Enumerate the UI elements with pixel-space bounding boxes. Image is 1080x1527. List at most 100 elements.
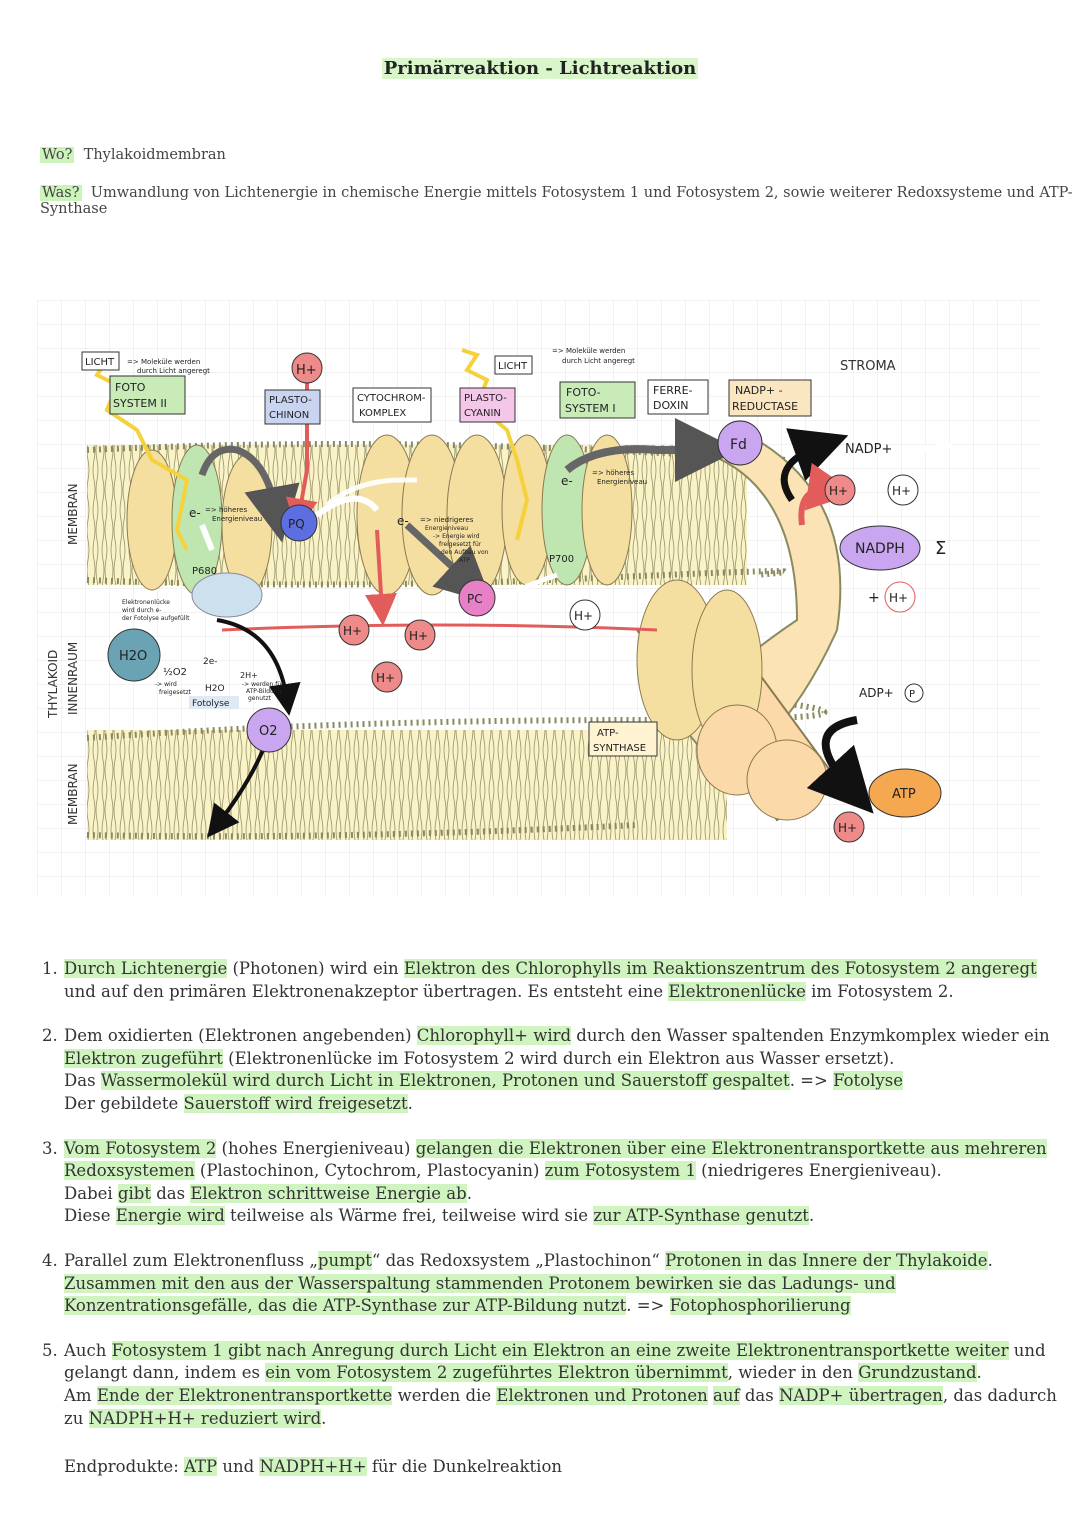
note-hoeheres-b: Energieniveau	[212, 515, 262, 523]
svg-text:H+: H+	[574, 609, 593, 623]
light-reaction-diagram: MEMBRAN INNENRAUM THYLAKOID MEMBRAN STRO…	[37, 300, 1040, 897]
note-niedrig-a: => niedrigeres	[420, 516, 474, 524]
text-line: Dabei gibt das Elektron schrittweise Ene…	[64, 1183, 1047, 1206]
text-seg: “ das Redoxsystem „Plastochinon“	[371, 1250, 666, 1270]
text-seg: Fotophosphorilierung	[669, 1296, 851, 1316]
svg-text:SYNTHASE: SYNTHASE	[593, 743, 646, 754]
text-seg: gelangt dann, indem es	[64, 1363, 266, 1383]
text-seg: (niedrigeres Energieniveau).	[695, 1161, 942, 1181]
pc-molecule: PC	[458, 579, 496, 617]
svg-text:H+: H+	[892, 484, 911, 498]
text-seg: Parallel zum Elektronenfluss „	[64, 1250, 318, 1270]
note-two-h: 2H+	[240, 671, 258, 680]
electron-arrow-cyt-pc	[404, 522, 493, 604]
text-seg: , wieder in den	[727, 1363, 859, 1383]
wo-text: Thylakoidmembran	[83, 147, 226, 163]
text-seg: (Plastochinon, Cytochrom, Plastocyanin)	[194, 1161, 545, 1181]
text-seg: Wassermolekül wird durch Licht in Elektr…	[100, 1071, 790, 1091]
text-seg: , das dadurch	[942, 1385, 1057, 1405]
text-seg: (Elektronenlücke im Fotosystem 2 wird du…	[222, 1048, 895, 1068]
label-membran-bottom: MEMBRAN	[66, 763, 80, 825]
svg-text:ATP: ATP	[892, 787, 916, 802]
endprodukte-seg: ATP	[184, 1457, 218, 1476]
text-seg: Elektron zugeführt	[64, 1048, 223, 1068]
text-seg: teilweise als Wärme frei, teilweise wird…	[224, 1206, 594, 1226]
plus-sign: +	[868, 590, 880, 606]
svg-text:O2: O2	[259, 724, 278, 739]
list-item: 1.Durch Lichtenergie (Photonen) wird ein…	[42, 958, 1042, 1003]
note-h-used-b: ATP-Bildung	[246, 688, 282, 695]
licht-label-1: LICHT	[85, 357, 115, 368]
note-o2-freed-a: -> wird	[155, 681, 177, 688]
label-membran-top: MEMBRAN	[66, 483, 80, 545]
box-fotosystem-2: FOTO SYSTEM II	[109, 375, 186, 415]
p700-label: P700	[549, 554, 574, 565]
text-seg: ein vom Fotosystem 2 zugeführtes Elektro…	[265, 1363, 728, 1383]
list-item-number: 4.	[42, 1250, 58, 1270]
text-seg: (Photonen) wird ein	[227, 959, 404, 978]
note-luecke-c: der Fotolyse aufgefüllt	[122, 615, 190, 622]
text-seg: durch den Wasser spaltenden Enzymkomplex…	[571, 1026, 1050, 1046]
text-line: Elektron zugeführt (Elektronenlücke im F…	[64, 1048, 1050, 1071]
text-seg: Das	[64, 1071, 101, 1091]
proton-gradient-arrow	[221, 623, 658, 632]
text-line: und auf den primären Elektronenakzeptor …	[64, 981, 1042, 1004]
text-seg: und	[1008, 1340, 1046, 1360]
note-o2-half: ½O2	[163, 666, 187, 678]
svg-text:H+: H+	[343, 624, 362, 638]
text-seg: Chlorophyll+ wird	[416, 1026, 572, 1046]
pc-to-fs1-arrow	[495, 572, 558, 603]
svg-text:P: P	[909, 689, 915, 700]
note-hoeheres2-b: Energieniveau	[597, 478, 647, 486]
svg-text:SYSTEM I: SYSTEM I	[565, 402, 616, 415]
list-item-number: 1.	[42, 959, 58, 978]
note-niedrig-d: freigesetzt für	[439, 541, 482, 548]
was-line: Was? Umwandlung von Lichtenergie in chem…	[40, 185, 1080, 217]
box-nadp-reductase: NADP+ - REDUCTASE	[728, 379, 812, 417]
text-seg: Protonen in das Innere der Thylakoide	[665, 1250, 988, 1270]
text-line: Zusammen mit den aus der Wasserspaltung …	[64, 1273, 1042, 1296]
electron-arrow-fs2-pq	[198, 445, 300, 543]
note-two-e: 2e-	[203, 657, 218, 667]
text-line: Das Wassermolekül wird durch Licht in El…	[64, 1070, 1050, 1093]
was-label: Was?	[40, 185, 82, 201]
text-seg: Am	[64, 1385, 97, 1405]
text-seg: im Fotosystem 2.	[805, 981, 954, 1001]
text-seg: (hohes Energieniveau)	[216, 1138, 416, 1158]
text-seg: .	[321, 1408, 327, 1428]
label-innenraum: INNENRAUM	[66, 642, 80, 715]
text-seg: . =>	[626, 1296, 670, 1316]
was-text: Umwandlung von Lichtenergie in chemische…	[40, 185, 1073, 217]
endprodukte-seg: NADPH+H+	[259, 1457, 367, 1476]
text-seg: Sauerstoff wird freigesetzt	[183, 1093, 408, 1113]
note-luecke-b: wird durch e-	[122, 607, 161, 614]
label-thylakoid: THYLAKOID	[46, 650, 60, 719]
text-seg: Fotosystem 1 gibt nach Anregung durch Li…	[111, 1340, 1009, 1360]
svg-text:FOTO-: FOTO-	[566, 386, 601, 399]
svg-text:H+: H+	[889, 591, 908, 605]
svg-text:CYANIN: CYANIN	[464, 408, 501, 419]
list-item: 5.Auch Fotosystem 1 gibt nach Anregung d…	[42, 1340, 1057, 1430]
label-stroma: STROMA	[840, 359, 896, 374]
note-niedrig-c: -> Energie wird	[433, 533, 480, 540]
svg-text:REDUCTASE: REDUCTASE	[732, 400, 798, 413]
note-excited-1b: durch Licht angeregt	[137, 367, 210, 375]
text-seg: NADP+ übertragen	[778, 1385, 943, 1405]
svg-text:H+: H+	[376, 671, 395, 685]
text-seg: Auch	[64, 1340, 112, 1360]
list-item-text: Vom Fotosystem 2 (hohes Energieniveau) g…	[64, 1138, 1047, 1228]
note-excited-2a: => Moleküle werden	[552, 347, 625, 355]
text-seg: und auf den primären Elektronenakzeptor …	[64, 981, 669, 1001]
licht-label-2: LICHT	[498, 361, 528, 372]
electron-1: e-	[189, 506, 201, 520]
box-plastocyanin: PLASTO- CYANIN	[459, 387, 516, 423]
svg-text:SYSTEM II: SYSTEM II	[113, 397, 167, 410]
text-seg: gibt	[117, 1183, 151, 1203]
note-niedrig-e: den Aufbau von	[441, 549, 489, 556]
note-niedrig-b: Energieniveau	[425, 525, 468, 532]
svg-text:CYTOCHROM-: CYTOCHROM-	[357, 393, 426, 404]
list-item: 2.Dem oxidierten (Elektronen angebenden)…	[42, 1025, 1050, 1115]
svg-text:NADP+ -: NADP+ -	[735, 384, 783, 397]
adp-arrow-black	[806, 716, 874, 814]
svg-text:FERRE-: FERRE-	[653, 384, 693, 397]
